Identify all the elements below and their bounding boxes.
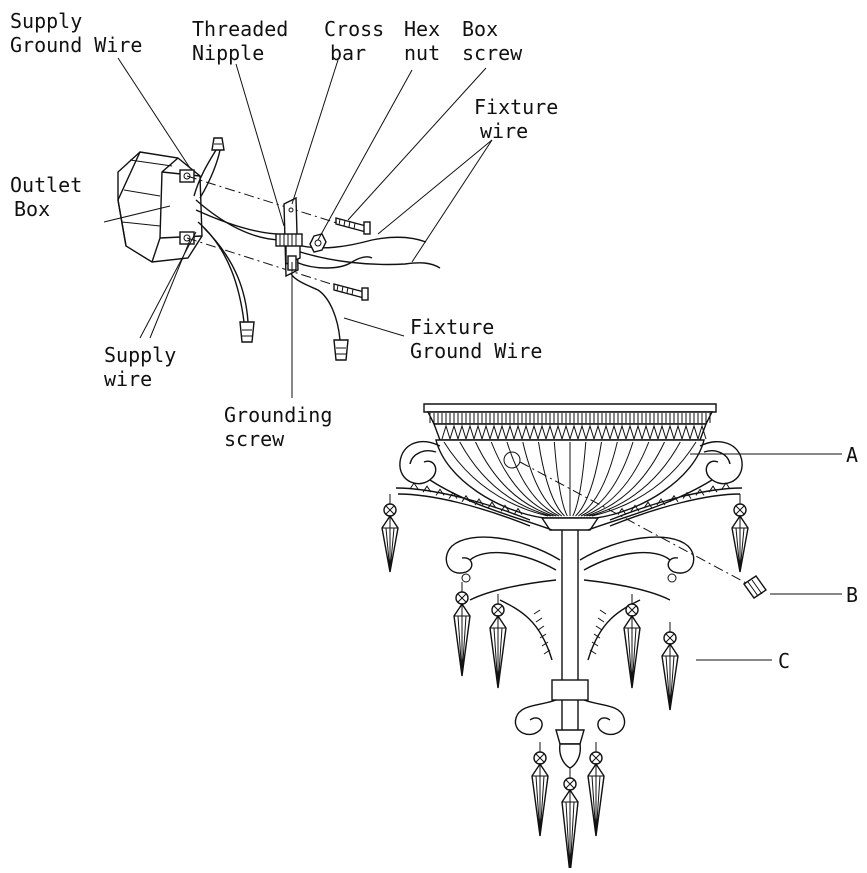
svg-text:Threaded: Threaded <box>192 17 288 41</box>
wire-nuts <box>211 137 349 361</box>
label-supply-wire: Supply wire <box>104 343 176 391</box>
label-part-b: B <box>846 583 858 607</box>
alignment-line-upper <box>186 175 341 225</box>
svg-text:screw: screw <box>462 41 523 65</box>
crystal-pendant <box>731 494 749 573</box>
label-cross-bar: Cross bar <box>324 17 384 65</box>
crystal-pendant <box>661 622 679 711</box>
crystal-pendants <box>381 494 749 873</box>
svg-text:wire: wire <box>480 119 528 143</box>
glass-bowl <box>435 439 705 531</box>
bowl-rim <box>423 403 717 441</box>
crystal-pendant <box>453 582 471 677</box>
svg-text:Nipple: Nipple <box>192 41 264 65</box>
crystal-pendant <box>561 768 579 873</box>
svg-text:Ground Wire: Ground Wire <box>10 33 142 57</box>
svg-text:Ground Wire: Ground Wire <box>410 339 542 363</box>
label-supply-ground-wire: Supply Ground Wire <box>10 9 142 57</box>
crystal-pendant <box>587 742 605 837</box>
scroll-arms <box>395 441 743 531</box>
alignment-line-lower <box>186 237 351 291</box>
svg-text:Box: Box <box>462 17 498 41</box>
mounting-hole <box>503 451 521 469</box>
leader-lines-top <box>103 57 493 398</box>
svg-text:Supply: Supply <box>104 343 176 367</box>
box-screw-lower <box>333 283 369 301</box>
svg-text:Cross: Cross <box>324 17 384 41</box>
label-grounding-screw: Grounding screw <box>224 403 332 451</box>
crystal-pendant <box>531 742 549 837</box>
svg-text:nut: nut <box>404 41 440 65</box>
outlet-box-assembly <box>103 57 493 398</box>
svg-text:screw: screw <box>224 427 285 451</box>
central-stem <box>514 530 626 769</box>
label-part-c: C <box>778 649 790 673</box>
label-outlet-box: Outlet Box <box>10 173 82 221</box>
svg-text:Fixture: Fixture <box>410 315 494 339</box>
threaded-nipple <box>275 233 303 247</box>
label-fixture-ground-wire: Fixture Ground Wire <box>410 315 542 363</box>
crystal-pendant <box>381 494 399 573</box>
label-threaded-nipple: Threaded Nipple <box>192 17 288 65</box>
svg-text:Box: Box <box>14 197 50 221</box>
sconce-fixture <box>381 403 842 873</box>
svg-text:Grounding: Grounding <box>224 403 332 427</box>
crystal-pendant <box>489 594 507 689</box>
label-hex-nut: Hex nut <box>404 17 440 65</box>
svg-text:Fixture: Fixture <box>474 95 558 119</box>
label-box-screw: Box screw <box>462 17 523 65</box>
label-part-a: A <box>846 443 858 467</box>
hex-nut <box>309 233 327 253</box>
svg-text:Hex: Hex <box>404 17 440 41</box>
svg-text:bar: bar <box>330 41 366 65</box>
box-screw-upper <box>335 217 371 235</box>
inner-scrolls <box>445 536 695 661</box>
crystal-pendant <box>623 594 641 689</box>
svg-text:Supply: Supply <box>10 9 82 33</box>
svg-text:Outlet: Outlet <box>10 173 82 197</box>
label-fixture-wire: Fixture wire <box>474 95 558 143</box>
svg-text:wire: wire <box>104 367 152 391</box>
part-b-screw-cap <box>519 461 767 599</box>
